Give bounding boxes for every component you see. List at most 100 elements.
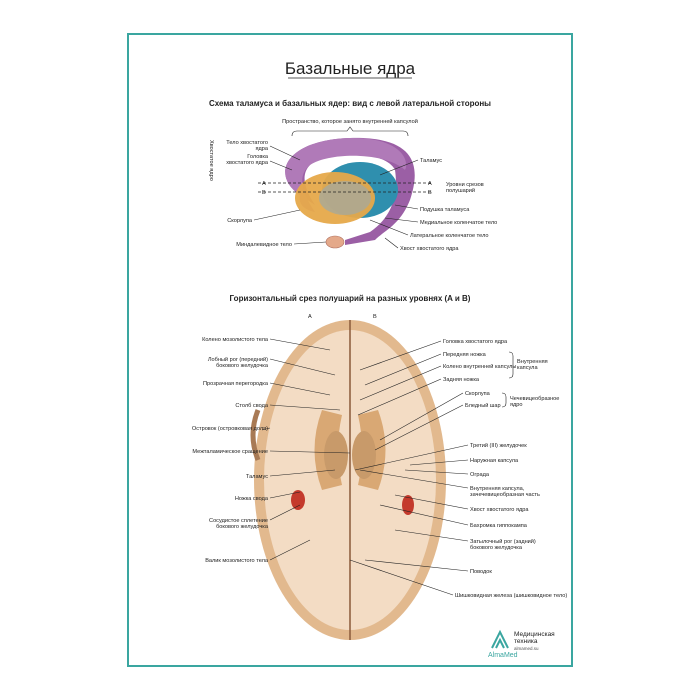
logo-line2: техника bbox=[514, 638, 538, 645]
level-A-left: A bbox=[262, 181, 266, 187]
lateral-view-diagram: Схема таламуса и базальных ядер: вид с л… bbox=[208, 99, 497, 252]
leader-line bbox=[374, 404, 464, 451]
label-levels-2: полушарий bbox=[446, 187, 475, 194]
leader-line bbox=[359, 340, 442, 371]
left-label: бокового желудочка bbox=[216, 524, 269, 530]
leader-line bbox=[357, 378, 442, 416]
right-label: Задняя ножка bbox=[443, 377, 480, 383]
caudate-group-label: Хвостатое ядро bbox=[208, 140, 214, 181]
leader-line bbox=[269, 491, 301, 499]
choroid-plexus-right bbox=[402, 495, 414, 515]
label-amygdala: Миндалевидное тело bbox=[236, 242, 292, 248]
right-label: Бахромка гиппокампа bbox=[470, 523, 528, 529]
choroid-plexus-left bbox=[291, 490, 305, 510]
right-label: Поводок bbox=[470, 569, 492, 575]
left-label: Прозрачная перегородка bbox=[203, 381, 269, 387]
left-label: Валик мозолистого тела bbox=[205, 558, 269, 564]
level-A-right: A bbox=[428, 181, 432, 187]
leader-line bbox=[269, 404, 341, 411]
leader-line bbox=[349, 559, 454, 596]
left-label: Колено мозолистого тела bbox=[202, 337, 269, 343]
leader-line bbox=[269, 358, 336, 376]
logo-icon bbox=[491, 629, 509, 649]
leader-line bbox=[269, 539, 311, 561]
leader-line bbox=[364, 353, 442, 386]
left-label: Островок (островковая доля) bbox=[192, 426, 268, 432]
left-label: Межталамическое сращение bbox=[192, 449, 268, 455]
level-B-right: B bbox=[428, 190, 432, 196]
level-B-left: B bbox=[262, 190, 266, 196]
right-label: бокового желудочка bbox=[470, 545, 523, 551]
amygdala-shape bbox=[325, 235, 345, 249]
left-label: Сосудистое сплетение bbox=[209, 518, 268, 524]
thalamus-left bbox=[324, 431, 348, 479]
lentiform-brace bbox=[501, 392, 507, 408]
leader-line bbox=[359, 469, 469, 489]
left-label: Столб свода bbox=[235, 403, 269, 409]
leader-line bbox=[409, 459, 469, 466]
label-lateral-geniculate: Латеральное коленчатое тело bbox=[410, 233, 489, 239]
leader-line bbox=[404, 469, 469, 475]
lentiform-group-2: ядро bbox=[510, 402, 523, 408]
internal-capsule-group-2: капсула bbox=[517, 365, 538, 371]
leader-line bbox=[379, 392, 464, 441]
label-thalamus: Таламус bbox=[420, 158, 442, 164]
leader-line bbox=[379, 504, 469, 526]
leader-line bbox=[354, 444, 469, 471]
right-label: Ограда bbox=[470, 472, 490, 478]
horizontal-section-diagram: Горизонтальный срез полушарий на разных … bbox=[192, 294, 567, 640]
label-caudate-body-2: ядра bbox=[255, 146, 268, 152]
leader-line bbox=[269, 450, 351, 454]
logo-name: AlmaMed bbox=[488, 652, 518, 659]
side-A-label: A bbox=[308, 314, 312, 320]
right-label: Бледный шар bbox=[465, 402, 501, 409]
leader-line bbox=[359, 365, 442, 401]
left-label: бокового желудочка bbox=[216, 363, 269, 369]
section1-title: Схема таламуса и базальных ядер: вид с л… bbox=[209, 99, 491, 108]
internal-capsule-group: Внутренняя bbox=[517, 359, 548, 365]
right-label: Внутренняя капсула, bbox=[470, 486, 525, 492]
section2-title: Горизонтальный срез полушарий на разных … bbox=[230, 294, 471, 303]
right-label: Затылочный рог (задний) bbox=[470, 538, 536, 545]
label-medial-geniculate: Медиальное коленчатое тело bbox=[420, 220, 497, 226]
leader-line bbox=[364, 559, 469, 572]
leader-line bbox=[394, 529, 469, 542]
left-label: Ножка свода bbox=[235, 496, 269, 502]
label-putamen: Скорлупа bbox=[227, 218, 253, 224]
logo-line1: Медицинская bbox=[514, 631, 555, 638]
poster-frame bbox=[127, 33, 573, 667]
left-label: Таламус bbox=[246, 474, 268, 480]
left-label: Лобный рог (передний) bbox=[208, 356, 268, 363]
leader-line bbox=[394, 494, 469, 510]
label-caudate-tail: Хвост хвостатого ядра bbox=[400, 246, 459, 252]
caudate-highlight bbox=[285, 137, 407, 212]
insula bbox=[250, 409, 261, 461]
thalamus-right bbox=[352, 431, 376, 479]
label-caudate-head-2: хвостатого ядра bbox=[226, 160, 269, 166]
leader-line bbox=[269, 469, 336, 477]
globus-pallidus-shape bbox=[319, 181, 371, 215]
leader-line bbox=[269, 338, 331, 351]
caudate-nucleus bbox=[285, 137, 415, 245]
top-brace bbox=[291, 126, 409, 137]
right-label: Третий (III) желудочек bbox=[470, 442, 527, 449]
label-pulvinar: Подушка таламуса bbox=[420, 207, 470, 213]
right-label: зачечевицеобразная часть bbox=[470, 492, 540, 498]
right-label: Головка хвостатого ядра bbox=[443, 339, 508, 345]
poster-title: Базальные ядра bbox=[285, 59, 416, 78]
label-caudate-head: Головка bbox=[247, 154, 269, 160]
leader-line bbox=[269, 382, 331, 396]
lentiform-group: Чечевицеобразное bbox=[510, 396, 559, 402]
label-caudate-body: Тело хвостатого bbox=[226, 140, 268, 146]
leader-line bbox=[269, 504, 301, 521]
logo-site: almamed.su bbox=[514, 646, 539, 651]
right-label: Наружная капсула bbox=[470, 458, 519, 464]
right-label: Передняя ножка bbox=[443, 352, 487, 358]
leader-line bbox=[261, 427, 271, 431]
label-levels: Уровни срезов bbox=[446, 182, 484, 188]
almamed-logo: AlmaMed Медицинская техника almamed.su bbox=[488, 629, 555, 659]
right-label: Скорлупа bbox=[465, 391, 491, 397]
side-B-label: B bbox=[373, 314, 377, 320]
right-label: Шишковидная железа (шишковидное тело) bbox=[455, 593, 567, 599]
